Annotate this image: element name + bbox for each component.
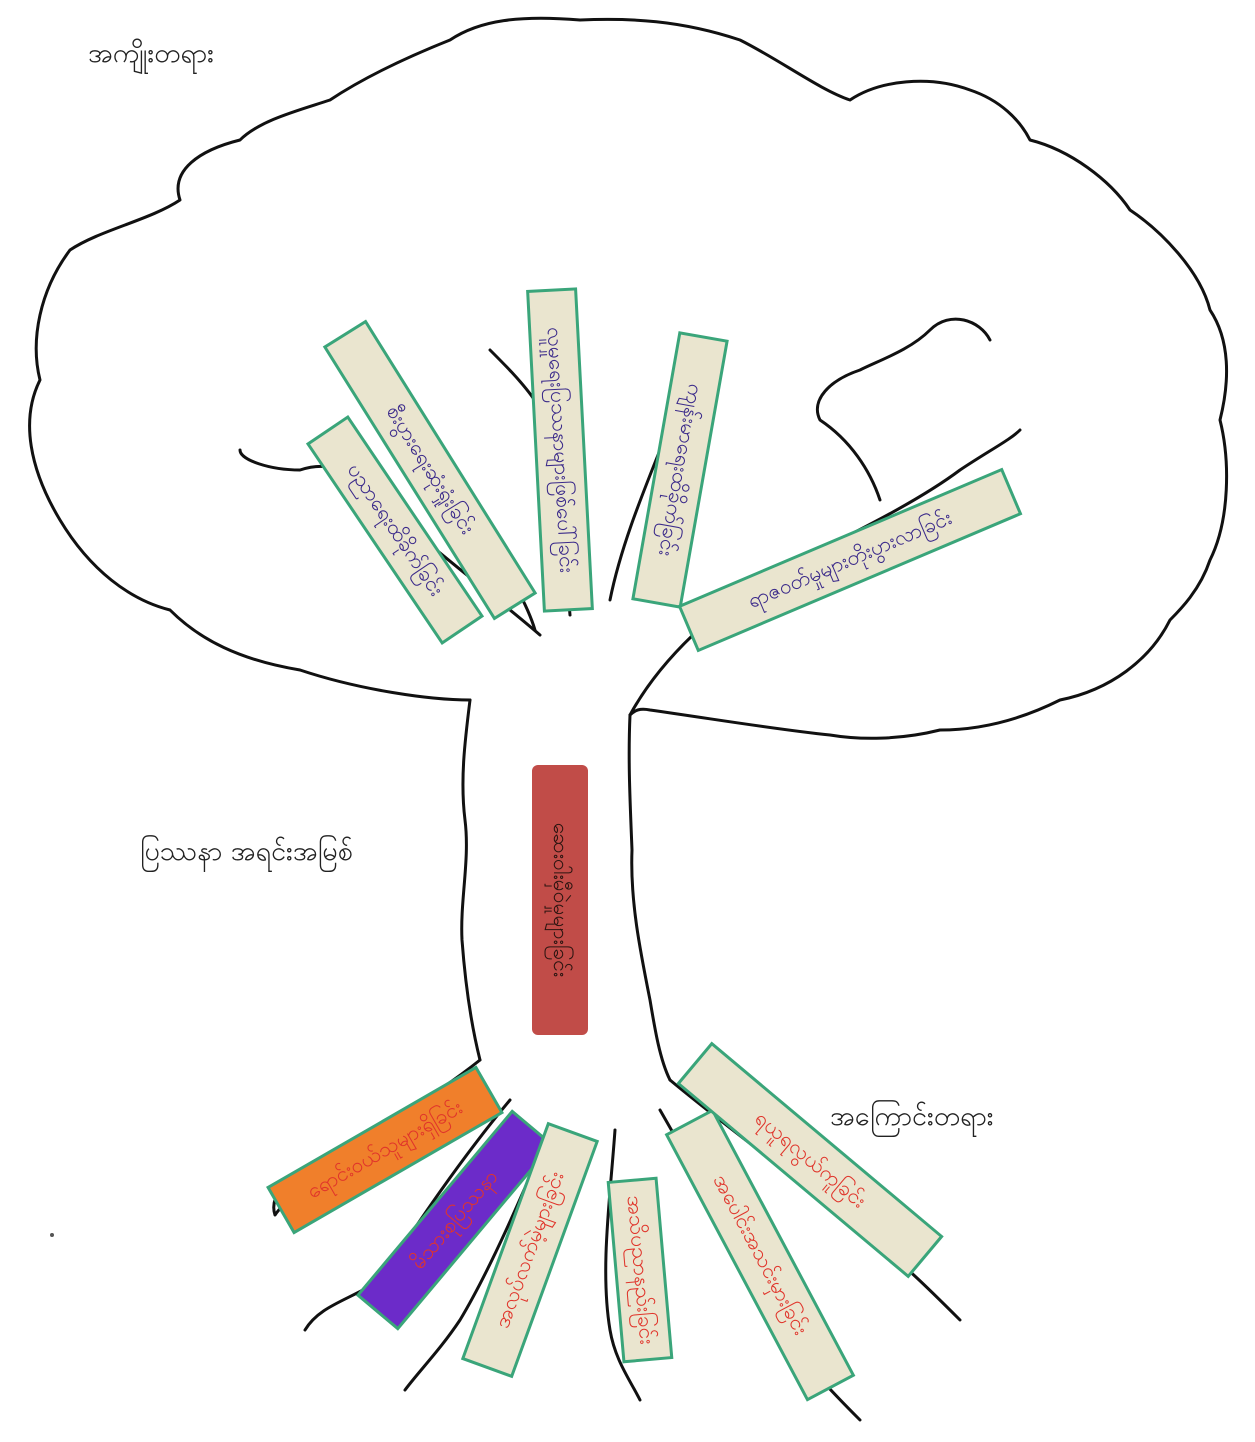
canopy-outline xyxy=(30,18,1227,738)
cause-box-4: အသိပညာနည်းခြင်း xyxy=(608,1178,672,1361)
effect-box-3: လူမှုရေးပြဿနာများဖြစ်ပေါ်ခြင်း xyxy=(528,289,593,611)
problem-label: ပြဿနာ အရင်းအမြစ် xyxy=(140,834,353,872)
branch-right-upper xyxy=(817,319,990,500)
central-problem-box: ဆေးဝါးမှီဝဲမှုများခြင်း xyxy=(532,765,588,1035)
effect-text-5: ရာဇဝတ်မှုများတိုးပွားလာခြင်း xyxy=(743,503,957,618)
fruits-label: အကျိုးတရား xyxy=(88,38,214,74)
trunk-left-edge xyxy=(462,700,480,1060)
scan-speck xyxy=(50,1233,54,1237)
trunk-right-edge xyxy=(629,715,670,1080)
effect-box-5: ရာဇဝတ်မှုများတိုးပွားလာခြင်း xyxy=(680,470,1021,651)
roots-label: အကြောင်းတရား xyxy=(830,1099,994,1137)
effect-box-4: ကျန်းမာရေးထိခိုက်ခြင်း xyxy=(633,333,727,607)
